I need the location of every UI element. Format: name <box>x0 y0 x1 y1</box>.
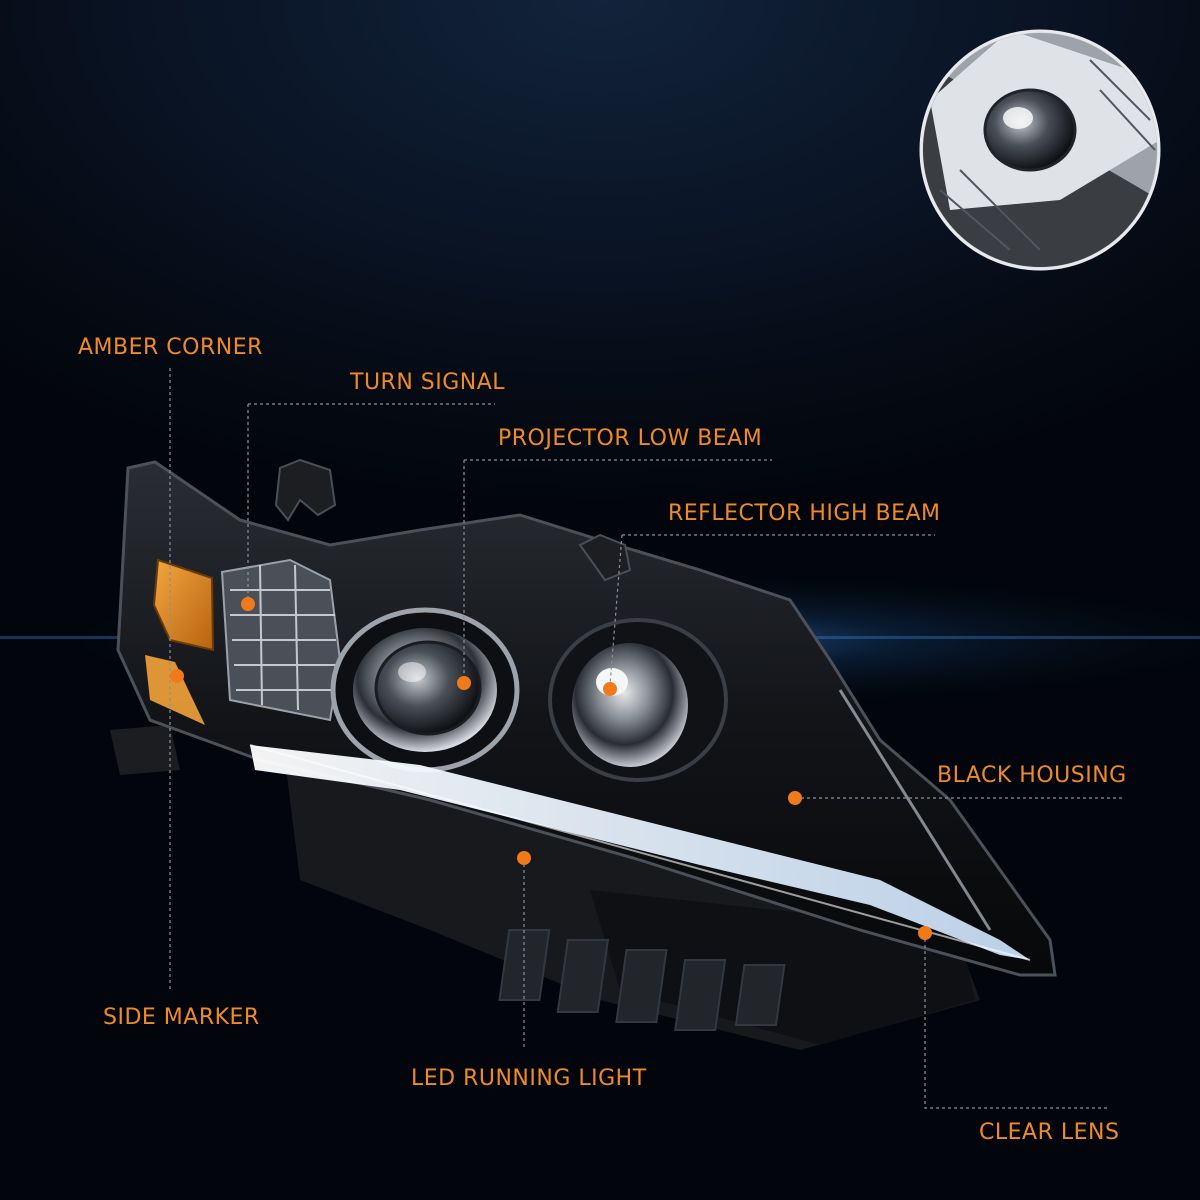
high-beam-reflector <box>548 618 728 782</box>
callout-dots <box>170 597 932 940</box>
side-marker-lens <box>145 655 205 725</box>
callout-amber-corner: AMBER CORNER <box>78 335 263 360</box>
amber-reflector <box>152 558 215 652</box>
projector-lens <box>330 607 520 773</box>
callout-projector-low-beam: PROJECTOR LOW BEAM <box>498 426 763 451</box>
callout-turn-signal: TURN SIGNAL <box>350 370 506 395</box>
detail-inset <box>919 29 1161 271</box>
mount-bracket <box>578 533 632 582</box>
callout-side-marker: SIDE MARKER <box>103 1005 260 1030</box>
turn-signal-reflector <box>220 558 342 722</box>
callout-black-housing: BLACK HOUSING <box>937 763 1127 788</box>
mount-bracket <box>274 458 337 522</box>
callout-led-running-light: LED RUNNING LIGHT <box>411 1066 647 1091</box>
callout-reflector-high-beam: REFLECTOR HIGH BEAM <box>668 501 941 526</box>
callout-leaders <box>169 368 1125 1109</box>
callout-clear-lens: CLEAR LENS <box>979 1120 1120 1145</box>
lens-edge <box>838 689 992 931</box>
